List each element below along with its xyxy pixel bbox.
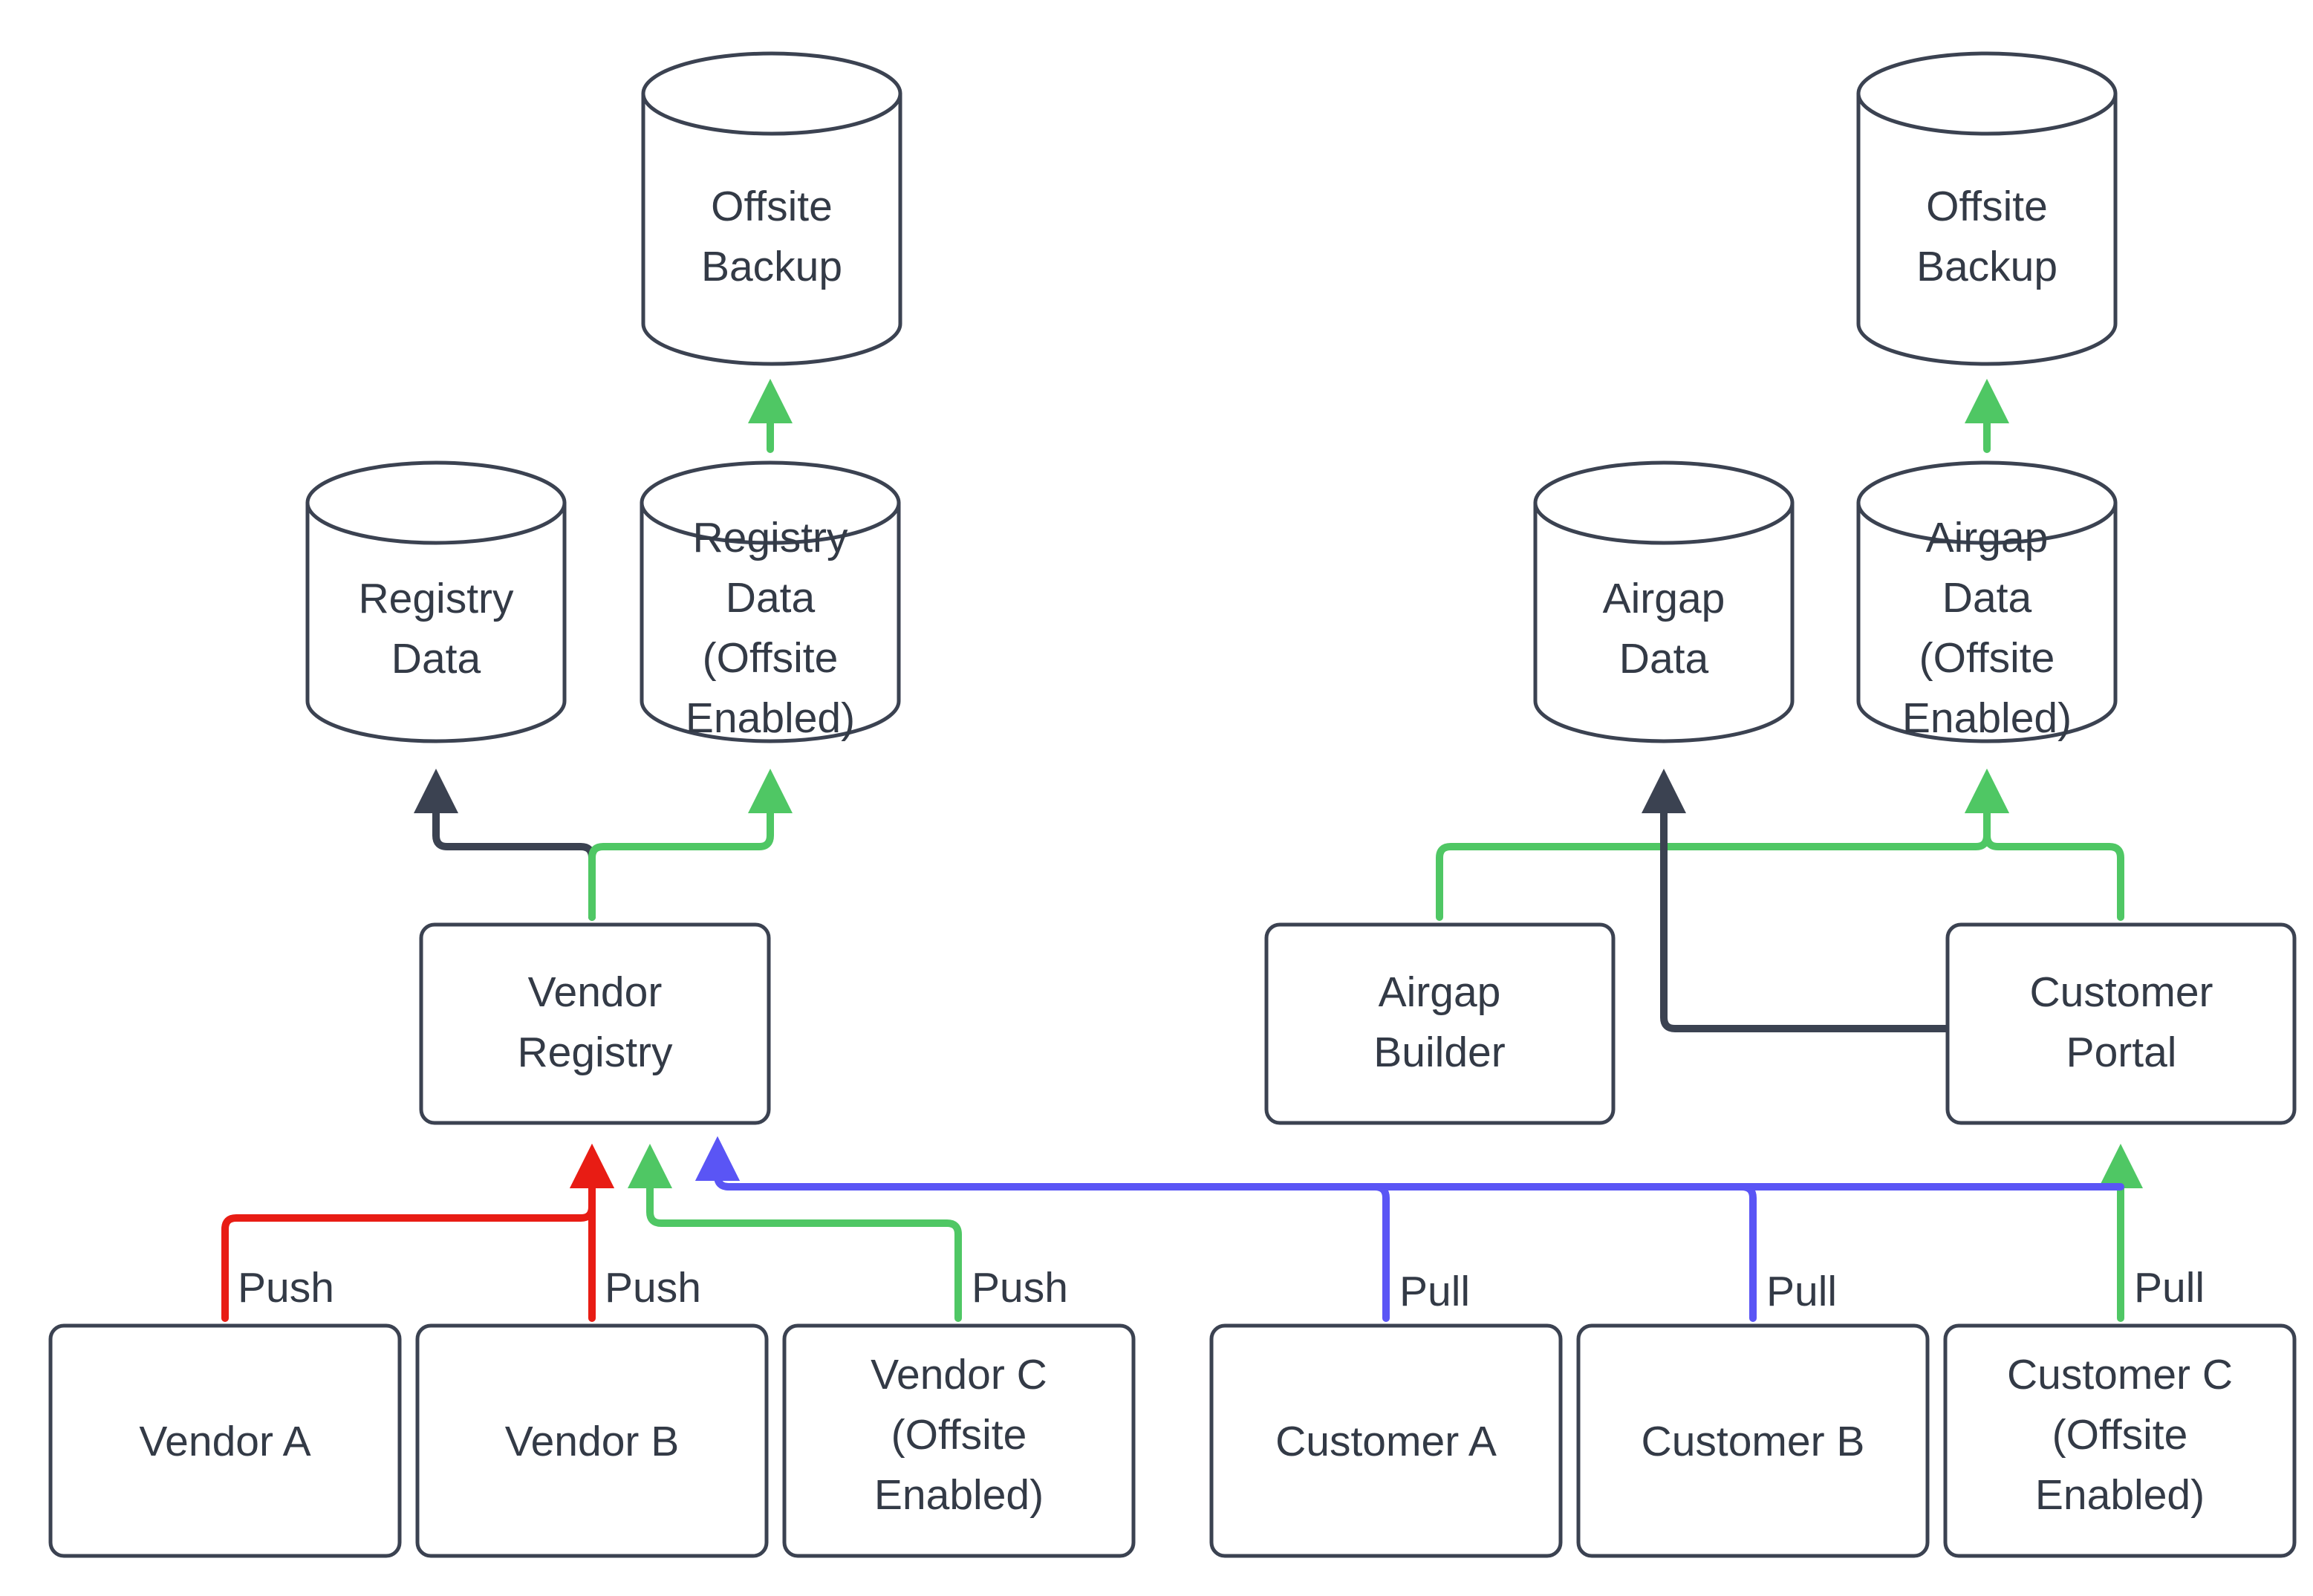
node-box [1264,922,1616,1125]
cylinder-top [641,51,902,136]
edge-label-vendor-b-push: Push [605,1264,701,1312]
cylinder-body [1856,91,2118,366]
node-vendor-registry[interactable]: Vendor Registry [419,922,771,1125]
edge-airgap-builder-to-airgap-data-offsite [1436,769,2009,921]
vendor-registry-label-line1: Vendor [528,968,663,1016]
node-box [1943,1323,2297,1558]
node-airgap-data-offsite[interactable]: Airgap Data (Offsite Enabled) [1856,460,2118,743]
cylinder-top [1856,51,2118,136]
vendor-c-label-line3: Enabled) [874,1471,1044,1519]
airgap-data-label-line2: Data [1619,635,1709,683]
cylinder-body [640,501,901,743]
node-box [419,922,771,1125]
cylinder-top [1856,460,2118,545]
customer-a-label: Customer A [1275,1418,1497,1465]
registry-data-label-line2: Data [391,635,481,683]
offsite-backup-right-label-line2: Backup [1916,243,2057,290]
node-registry-data-offsite[interactable]: Registry Data (Offsite Enabled) [640,460,901,743]
customer-portal-label-line2: Portal [2066,1029,2177,1076]
customer-b-label: Customer B [1642,1418,1865,1465]
edge-label-vendor-c-push: Push [972,1264,1068,1312]
node-vendor-a[interactable]: Vendor A [48,1323,402,1558]
offsite-backup-left-label-line1: Offsite [711,183,833,230]
node-airgap-data[interactable]: Airgap Data [1533,460,1795,743]
edge-vendor-registry-to-registry-data [414,769,596,921]
node-airgap-builder[interactable]: Airgap Builder [1264,922,1616,1125]
customer-c-label-line1: Customer C [2007,1351,2233,1398]
airgap-data-label-line1: Airgap [1603,575,1725,622]
registry-data-offsite-label-line3: (Offsite [703,634,839,682]
node-customer-b[interactable]: Customer B [1576,1323,1930,1558]
node-customer-portal[interactable]: Customer Portal [1945,922,2297,1125]
airgap-data-offsite-label-line2: Data [1942,574,2032,622]
cylinder-body [305,501,567,743]
offsite-backup-right-label-line1: Offsite [1926,183,2048,230]
vendor-c-label-line1: Vendor C [871,1351,1047,1398]
edge-label-vendor-a-push: Push [238,1264,334,1312]
edge-customer-portal-to-airgap-data [1642,769,1957,1032]
node-box [1209,1323,1563,1558]
customer-c-label-line2: (Offsite [2052,1411,2188,1459]
cylinder-body [1533,501,1795,743]
airgap-builder-label-line2: Builder [1373,1029,1505,1076]
vendor-c-label-line2: (Offsite [891,1411,1027,1459]
node-registry-data[interactable]: Registry Data [305,460,567,743]
node-offsite-backup-right[interactable]: Offsite Backup [1856,51,2118,366]
node-offsite-backup-left[interactable]: Offsite Backup [641,51,902,366]
edge-label-customer-a-pull: Pull [1399,1268,1470,1315]
edge-label-customer-b-pull: Pull [1766,1268,1837,1315]
edge-label-customer-c-pull: Pull [2134,1264,2205,1312]
edge-vendor-c-push [628,1144,962,1322]
customer-c-label-line3: Enabled) [2035,1471,2205,1519]
node-customer-c[interactable]: Customer C (Offsite Enabled) [1943,1323,2297,1558]
node-customer-a[interactable]: Customer A [1209,1323,1563,1558]
node-vendor-b[interactable]: Vendor B [415,1323,769,1558]
airgap-data-offsite-label-line3: (Offsite [1919,634,2055,682]
airgap-builder-label-line1: Airgap [1379,968,1501,1016]
registry-data-offsite-label-line4: Enabled) [686,694,855,742]
registry-data-label-line1: Registry [358,575,514,622]
node-box [415,1323,769,1558]
vendor-b-label: Vendor B [505,1418,680,1465]
offsite-backup-left-label-line2: Backup [701,243,842,290]
node-box [782,1323,1136,1558]
vendor-a-label: Vendor A [139,1418,310,1465]
edge-vendor-registry-to-registry-data-offsite [588,769,793,921]
node-box [1945,922,2297,1125]
airgap-data-offsite-label-line4: Enabled) [1902,694,2072,742]
cylinder-top [640,460,901,545]
edge-customer-b-pull [695,1136,1757,1322]
vendor-registry-label-line2: Registry [517,1029,673,1076]
node-box [1576,1323,1930,1558]
cylinder-top [305,460,567,545]
node-vendor-c[interactable]: Vendor C (Offsite Enabled) [782,1323,1136,1558]
airgap-data-offsite-label-line1: Airgap [1926,514,2049,561]
node-box [48,1323,402,1558]
edge-customer-portal-to-airgap-data-offsite [1965,769,2124,921]
cylinder-top [1533,460,1795,545]
customer-portal-label-line1: Customer [2029,968,2213,1016]
registry-data-offsite-label-line2: Data [726,574,816,622]
cylinder-body [641,91,902,366]
registry-data-offsite-label-line1: Registry [692,514,848,561]
cylinder-body [1856,501,2118,743]
